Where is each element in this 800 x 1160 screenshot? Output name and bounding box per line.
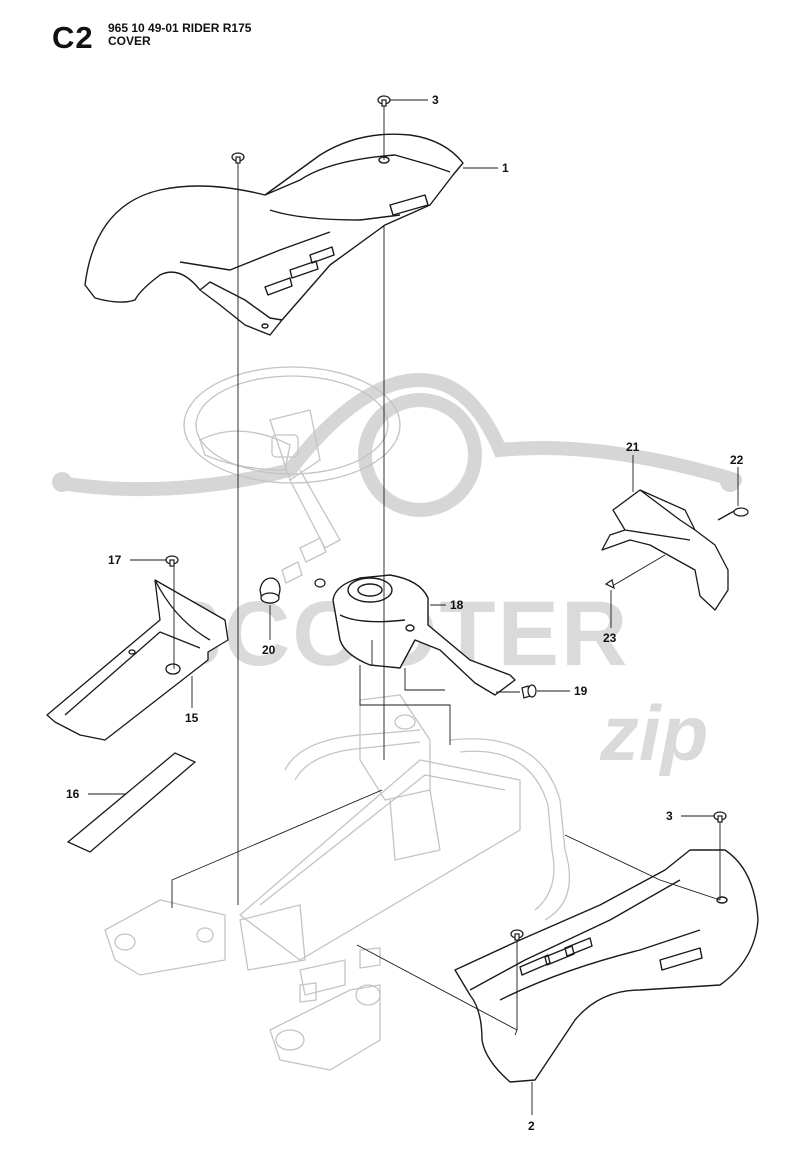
chassis-frame <box>104 366 571 1071</box>
model-line: 965 10 49-01 RIDER R175 <box>108 21 252 35</box>
callout-1: 1 <box>463 161 509 175</box>
part-18-dash-cover <box>332 574 516 696</box>
callout-22: 22 <box>730 453 744 506</box>
callout-23: 23 <box>603 590 617 645</box>
callout-16: 16 <box>66 787 125 801</box>
part-20-knob <box>259 577 281 604</box>
header: C2 965 10 49-01 RIDER R175 COVER <box>0 0 800 70</box>
callout-2: 2 <box>528 1082 535 1133</box>
callout-15: 15 <box>185 676 199 725</box>
callout-label-3-top: 3 <box>432 93 439 107</box>
callout-label-23: 23 <box>603 631 617 645</box>
callout-label-19: 19 <box>574 684 588 698</box>
callout-label-20: 20 <box>262 643 276 657</box>
callout-label-1: 1 <box>502 161 509 175</box>
part-21-bracket <box>601 489 729 611</box>
callout-3-right: 3 <box>666 809 714 823</box>
callout-3-top: 3 <box>390 93 439 107</box>
callout-label-18: 18 <box>450 598 464 612</box>
callout-label-17: 17 <box>108 553 122 567</box>
callout-label-21: 21 <box>626 440 640 454</box>
diagram-code: C2 <box>52 20 94 55</box>
callout-label-16: 16 <box>66 787 80 801</box>
callouts: 1 3 21 22 23 17 18 20 <box>66 93 744 1133</box>
callout-17: 17 <box>108 553 166 567</box>
diagram-subtitle: 965 10 49-01 RIDER R175 COVER <box>108 22 251 48</box>
assembly-lines <box>171 106 721 1036</box>
callout-label-3-right: 3 <box>666 809 673 823</box>
section-line: COVER <box>108 34 151 48</box>
callout-20: 20 <box>262 605 276 657</box>
watermark-script: zip <box>599 689 708 777</box>
callout-18: 18 <box>430 598 464 612</box>
callout-19: 19 <box>537 684 588 698</box>
part-15-side-panel <box>46 579 229 741</box>
callout-label-15: 15 <box>185 711 199 725</box>
callout-label-2: 2 <box>528 1119 535 1133</box>
part-2-front-cover <box>454 849 759 1083</box>
callout-label-22: 22 <box>730 453 744 467</box>
callout-21: 21 <box>626 440 640 492</box>
part-1-rear-cover <box>84 133 464 336</box>
part-16-strip <box>66 752 197 853</box>
